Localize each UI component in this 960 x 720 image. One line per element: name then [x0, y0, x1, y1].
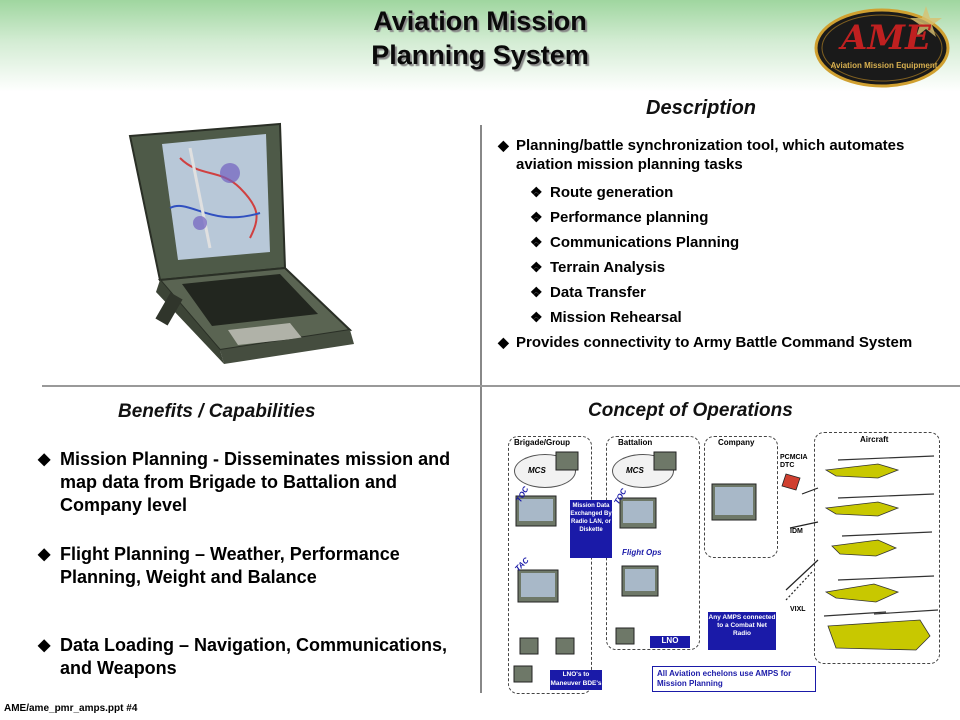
idm-label: IDM [790, 528, 803, 535]
ame-logo: AME Aviation Mission Equipment [814, 2, 954, 90]
mcs-label: MCS [528, 466, 546, 475]
star-bullet-icon: ❖ [530, 234, 543, 250]
star-bullet-icon: ❖ [530, 209, 543, 225]
description-sub-item: ❖ Communications Planning [530, 234, 830, 251]
description-sub-text: Terrain Analysis [550, 259, 666, 276]
mcs-node-brigade [514, 454, 576, 488]
title-line-2: Planning System [371, 40, 589, 70]
star-bullet-icon: ❖ [530, 259, 543, 275]
laptop-image [120, 118, 420, 376]
mcs-label: MCS [626, 466, 644, 475]
benefits-heading: Benefits / Capabilities [118, 401, 316, 422]
header-band [0, 0, 960, 92]
description-sub-item: ❖ Data Transfer [530, 284, 830, 301]
battalion-label: Battalion [618, 438, 653, 447]
vixl-label: VIXL [790, 606, 806, 613]
description-sub-text: Performance planning [550, 209, 709, 226]
logo-subtext: Aviation Mission Equipment [830, 61, 938, 70]
all-echelons-callout: All Aviation echelons use AMPS for Missi… [652, 666, 816, 692]
company-label: Company [718, 438, 755, 447]
horizontal-divider [42, 385, 960, 387]
footer-text: AME/ame_pmr_amps.ppt #4 [4, 703, 138, 714]
star-bullet-icon: ❖ [530, 284, 543, 300]
title-line-1: Aviation Mission [373, 6, 587, 36]
description-sub-text: Mission Rehearsal [550, 309, 682, 326]
diamond-bullet-icon: ◆ [38, 546, 51, 563]
flight-ops-label: Flight Ops [622, 548, 662, 557]
pcmcia-label: PCMCIA DTC [780, 454, 808, 469]
description-sub-item: ❖ Terrain Analysis [530, 259, 830, 276]
description-sub-text: Data Transfer [550, 284, 646, 301]
description-sub-item: ❖ Mission Rehearsal [530, 309, 830, 326]
company-column [704, 436, 778, 558]
description-bullet-text: Planning/battle synchronization tool, wh… [516, 137, 905, 173]
description-sub-item: ❖ Route generation [530, 184, 830, 201]
aircraft-column [814, 432, 940, 664]
description-sub-item: ❖ Performance planning [530, 209, 830, 226]
aircraft-label: Aircraft [860, 435, 889, 444]
laptop-icons [513, 451, 939, 683]
diamond-bullet-icon: ◆ [498, 334, 509, 350]
concept-heading: Concept of Operations [588, 400, 793, 421]
benefit-item: ◆ Mission Planning - Disseminates missio… [38, 448, 458, 517]
star-bullet-icon: ❖ [530, 184, 543, 200]
amps-connected-callout: Any AMPS connected to a Combat Net Radio [708, 612, 776, 650]
description-bullet-text: Provides connectivity to Army Battle Com… [516, 334, 913, 351]
description-sub-text: Route generation [550, 184, 674, 201]
benefit-item: ◆ Flight Planning – Weather, Performance… [38, 543, 458, 589]
lno-badge: LNO [650, 636, 690, 648]
concept-diagram: Brigade/Group Battalion Company Aircraft… [506, 430, 946, 696]
brigade-label: Brigade/Group [514, 438, 571, 447]
lnos-badge: LNO's to Maneuver BDE's [550, 670, 602, 690]
description-bullet: ◆ Planning/battle synchronization tool, … [498, 136, 938, 174]
benefit-text: Mission Planning - Disseminates mission … [60, 449, 451, 515]
description-sub-text: Communications Planning [550, 234, 740, 251]
mission-data-callout: Mission Data Exchanged By Radio LAN, or … [570, 500, 612, 558]
description-heading: Description [646, 97, 757, 119]
benefit-text: Data Loading – Navigation, Communication… [60, 635, 448, 678]
diamond-bullet-icon: ◆ [38, 637, 51, 654]
logo-text: AME [841, 18, 931, 58]
benefit-item: ◆ Data Loading – Navigation, Communicati… [38, 634, 458, 680]
benefit-text: Flight Planning – Weather, Performance P… [60, 544, 400, 587]
diamond-bullet-icon: ◆ [38, 451, 51, 468]
vertical-divider [480, 125, 482, 693]
diamond-bullet-icon: ◆ [498, 137, 509, 153]
star-bullet-icon: ❖ [530, 309, 543, 325]
brigade-column [508, 436, 592, 694]
description-bullet: ◆ Provides connectivity to Army Battle C… [498, 333, 946, 352]
